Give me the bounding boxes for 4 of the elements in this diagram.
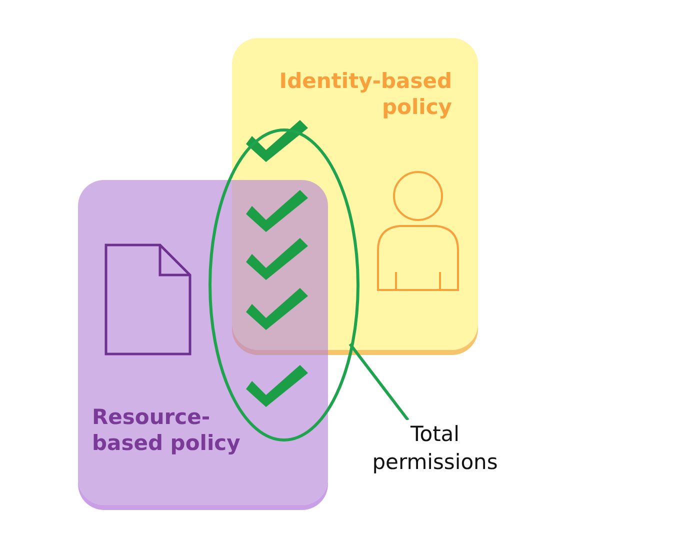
policy-card <box>232 38 478 350</box>
card-title: Resource-based policy <box>92 404 242 456</box>
policy-card <box>78 180 328 505</box>
card-title: Identity-based policy <box>278 68 452 120</box>
